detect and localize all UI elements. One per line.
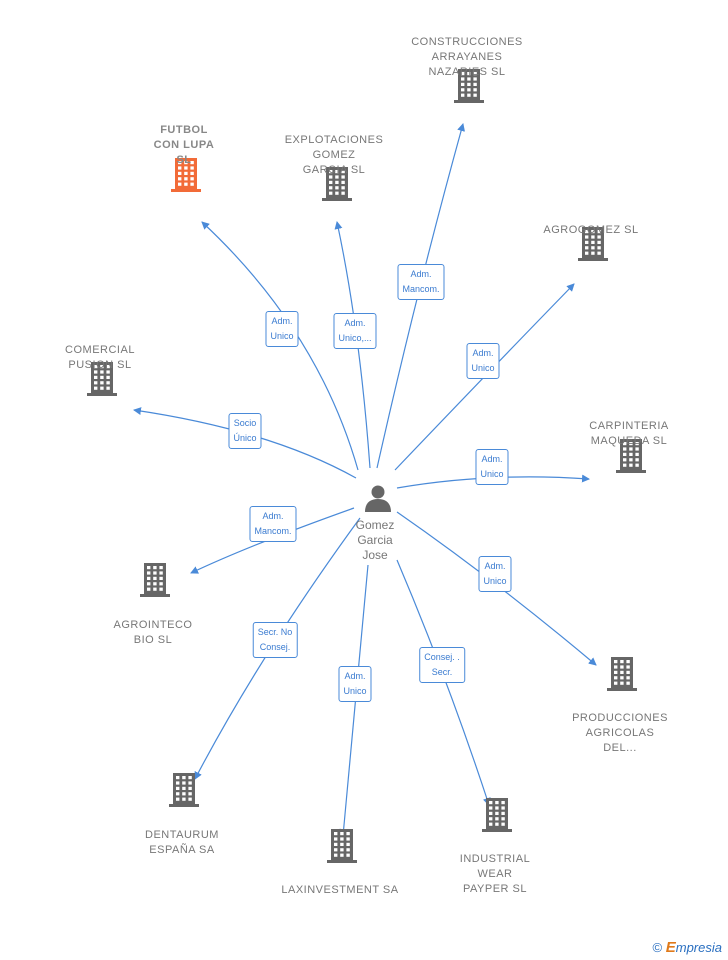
relationship-label-line: Mancom. — [402, 284, 440, 294]
building-icon[interactable] — [322, 167, 352, 206]
relationship-label-agrogomez[interactable]: Adm. Unico — [466, 343, 500, 379]
copyright-symbol: © — [652, 940, 663, 955]
company-label-line: AGROINTECO — [113, 619, 193, 631]
relationship-label-dentaurum-espana[interactable]: Secr. No Consej. — [252, 622, 298, 658]
company-label-line: FUTBOL — [160, 124, 208, 136]
edge-arrow-futbol-con-lupa — [201, 221, 359, 471]
relationship-label-line: Adm. — [271, 316, 293, 326]
relationship-label-line: Unico — [480, 469, 504, 479]
relationship-label-carpinteria-maqueda[interactable]: Adm. Unico — [475, 449, 509, 485]
relationship-label-line: Unico,... — [338, 333, 372, 343]
company-label-line: INDUSTRIAL — [459, 853, 531, 865]
brand-logo-letter: E — [665, 939, 676, 956]
relationship-label-construcciones-arrayanes[interactable]: Adm. Mancom. — [397, 264, 445, 300]
building-icon-highlighted[interactable] — [171, 158, 201, 197]
relationship-label-agrointeco-bio[interactable]: Adm. Mancom. — [249, 506, 297, 542]
footer-brand[interactable]: © Empresia — [653, 939, 722, 956]
relationship-label-line: Consej. . — [424, 652, 460, 662]
person-name-line-3: Jose — [362, 548, 388, 562]
building-icon[interactable] — [454, 69, 484, 108]
relationship-label-line: Unico — [270, 331, 294, 341]
company-label-line: AGRICOLAS — [585, 727, 655, 739]
company-label-carpinteria-maqueda[interactable]: CARPINTERIA MAQUEDA SL — [589, 419, 668, 449]
company-label-line: DEL... — [603, 742, 637, 754]
company-label-line: ESPAÑA SA — [149, 844, 215, 856]
company-label-line: AGROGOMEZ SL — [543, 224, 639, 236]
building-icon[interactable] — [140, 563, 170, 602]
person-icon[interactable] — [363, 483, 393, 513]
person-name-line-2: Garcia — [357, 533, 393, 547]
company-label-line: NAZARIES SL — [428, 66, 506, 78]
company-label-line: ARRAYANES — [431, 51, 503, 63]
relationship-label-line: Socio — [233, 418, 257, 428]
center-person-name[interactable]: Gomez Garcia Jose — [356, 518, 395, 563]
company-label-line: CARPINTERIA — [589, 420, 669, 432]
company-label-line: DENTAURUM — [145, 829, 219, 841]
relationship-label-line: Único — [233, 433, 257, 443]
building-icon[interactable] — [327, 829, 357, 868]
company-label-line: CON LUPA — [153, 139, 215, 151]
building-icon[interactable] — [169, 773, 199, 812]
edge-arrow-agrointeco-bio — [190, 507, 355, 574]
relationship-label-industrial-wear-payper[interactable]: Consej. . Secr. — [419, 647, 465, 683]
company-label-agrogomez[interactable]: AGROGOMEZ SL — [543, 223, 638, 238]
building-icon[interactable] — [87, 362, 117, 401]
relationship-label-line: Adm. — [472, 348, 494, 358]
relationship-label-line: Secr. No — [257, 627, 293, 637]
company-label-line: CONSTRUCCIONES — [411, 36, 523, 48]
company-label-line: SL — [176, 154, 192, 166]
person-name-line-1: Gomez — [355, 518, 395, 532]
company-label-comercial-pusion[interactable]: COMERCIAL PUSION SL — [65, 343, 135, 373]
company-label-explotaciones-gomez[interactable]: EXPLOTACIONES GOMEZ GARCIA SL — [285, 133, 384, 178]
building-icon[interactable] — [607, 657, 637, 696]
relationship-label-line: Secr. — [431, 667, 453, 677]
relationship-label-line: Adm. — [262, 511, 284, 521]
company-label-producciones-agricolas[interactable]: PRODUCCIONES AGRICOLAS DEL... — [572, 711, 668, 756]
company-label-construcciones-arrayanes[interactable]: CONSTRUCCIONES ARRAYANES NAZARIES SL — [411, 35, 523, 80]
relationship-label-line: Mancom. — [254, 526, 292, 536]
relationship-label-line: Adm. — [344, 318, 366, 328]
company-label-line: GARCIA SL — [302, 164, 366, 176]
relationship-label-laxinvestment[interactable]: Adm. Unico — [338, 666, 372, 702]
company-label-laxinvestment[interactable]: LAXINVESTMENT SA — [281, 883, 398, 898]
brand-name: mpresia — [675, 940, 722, 955]
company-label-line: MAQUEDA SL — [590, 435, 668, 447]
relationship-label-line: Consej. — [259, 642, 291, 652]
company-label-line: COMERCIAL — [65, 344, 135, 356]
company-label-line: GOMEZ — [312, 149, 356, 161]
company-label-industrial-wear-payper[interactable]: INDUSTRIAL WEAR PAYPER SL — [460, 852, 530, 897]
relationship-label-line: Adm. — [481, 454, 503, 464]
building-icon[interactable] — [616, 439, 646, 478]
company-label-dentaurum-espana[interactable]: DENTAURUM ESPAÑA SA — [145, 828, 219, 858]
relationship-label-line: Adm. — [344, 671, 366, 681]
company-label-futbol-con-lupa[interactable]: FUTBOL CON LUPA SL — [154, 123, 215, 168]
relationship-label-line: Adm. — [410, 269, 432, 279]
relationship-label-line: Unico — [343, 686, 367, 696]
company-label-line: PRODUCCIONES — [572, 712, 668, 724]
relationship-label-line: Unico — [471, 363, 495, 373]
relationship-label-producciones-agricolas[interactable]: Adm. Unico — [478, 556, 512, 592]
relationship-label-futbol-con-lupa[interactable]: Adm. Unico — [265, 311, 299, 347]
company-label-line: LAXINVESTMENT SA — [281, 884, 399, 896]
relationship-label-line: Adm. — [484, 561, 506, 571]
company-label-line: PAYPER SL — [462, 883, 527, 895]
company-label-line: PUSION SL — [68, 359, 132, 371]
company-label-line: BIO SL — [133, 634, 173, 646]
building-icon[interactable] — [578, 227, 608, 266]
company-label-line: EXPLOTACIONES — [284, 134, 384, 146]
company-label-line: WEAR — [477, 868, 513, 880]
company-label-agrointeco-bio[interactable]: AGROINTECO BIO SL — [114, 618, 193, 648]
building-icon[interactable] — [482, 798, 512, 837]
relationship-label-explotaciones-gomez[interactable]: Adm. Unico,... — [333, 313, 377, 349]
relationship-label-line: Unico — [483, 576, 507, 586]
